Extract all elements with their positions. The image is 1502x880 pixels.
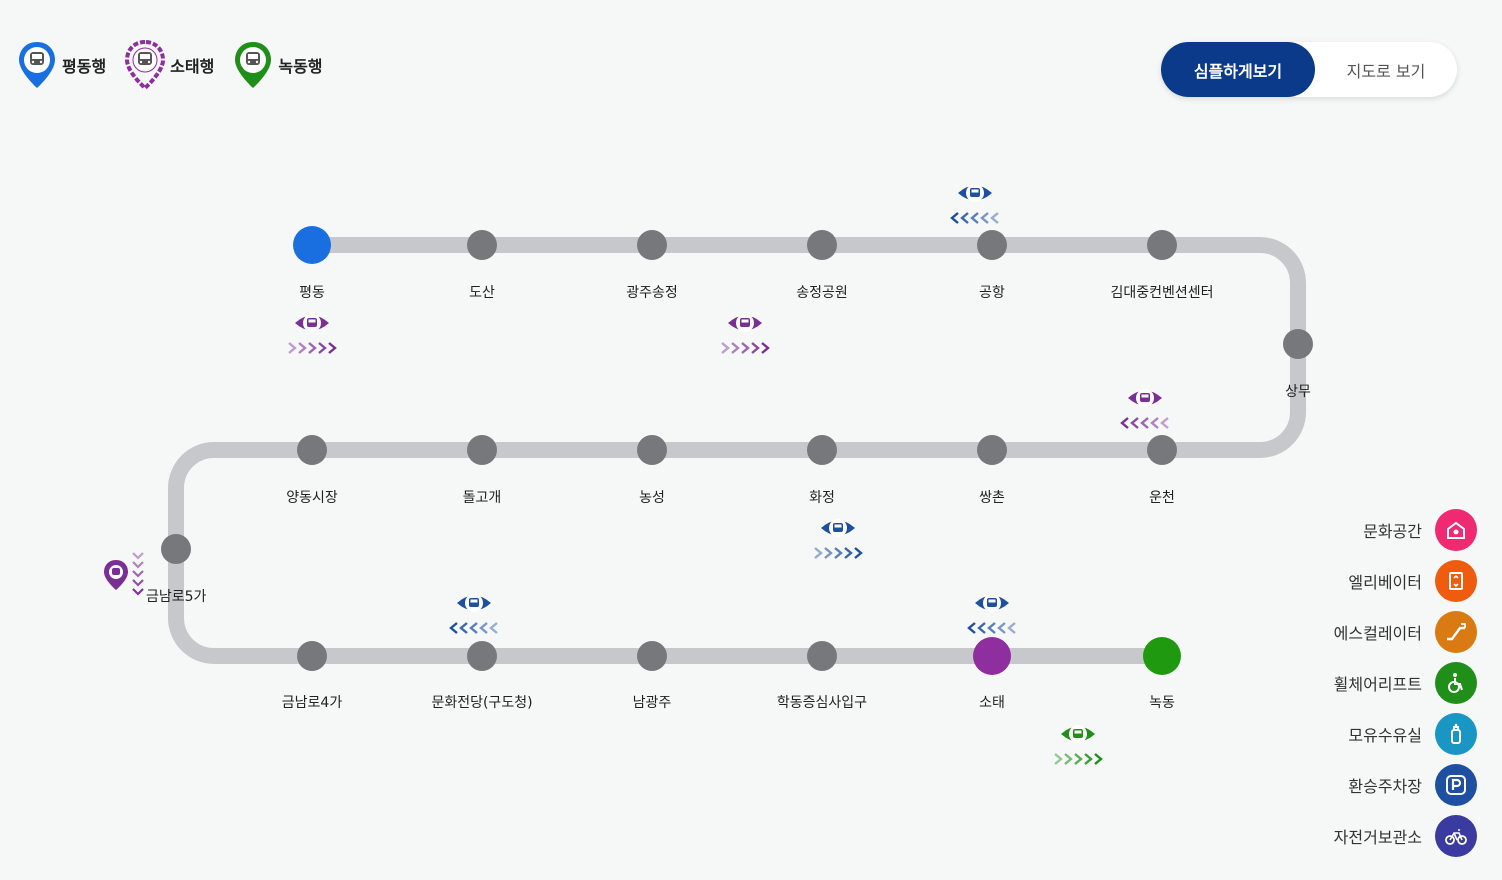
station-label[interactable]: 학동증심사입구 <box>777 695 867 711</box>
view-toggle: 심플하게보기 지도로 보기 <box>1161 42 1457 97</box>
station-dot[interactable] <box>807 641 837 671</box>
facility-label: 환승주차장 <box>1348 777 1422 796</box>
station-label[interactable]: 금남로5가 <box>146 589 207 605</box>
station-label[interactable]: 돌고개 <box>463 490 502 506</box>
legend-pyeongdong: 평동행 <box>16 40 106 90</box>
train-marker-icon <box>1061 725 1095 743</box>
station-label[interactable]: 문화전당(구도청) <box>431 695 532 711</box>
legend-label: 녹동행 <box>278 57 323 76</box>
station-label[interactable]: 녹동 <box>1149 695 1175 711</box>
station-label[interactable]: 송정공원 <box>796 285 848 301</box>
nursing-room-icon[interactable] <box>1435 713 1477 755</box>
station-dot[interactable] <box>1147 230 1177 260</box>
facility-wheelchair: 휠체어리프트 <box>1334 662 1477 704</box>
facility-parking: 환승주차장 <box>1348 764 1477 806</box>
facility-label: 모유수유실 <box>1348 726 1422 745</box>
train-marker-icon <box>104 560 128 590</box>
station-label[interactable]: 양동시장 <box>286 490 338 506</box>
facility-label: 문화공간 <box>1363 522 1422 541</box>
legend-nokdong: 녹동행 <box>232 40 323 90</box>
bicycle-icon[interactable] <box>1435 815 1477 857</box>
train-marker-icon <box>958 184 992 202</box>
station-label[interactable]: 금남로4가 <box>282 695 343 711</box>
facility-label: 휠체어리프트 <box>1333 675 1422 694</box>
direction-chevrons <box>449 622 498 634</box>
train-marker-icon <box>728 314 762 332</box>
train-marker-icon <box>821 519 855 537</box>
legend-sotae: 소태행 <box>124 40 214 90</box>
train-pin-icon <box>235 42 272 88</box>
direction-chevrons <box>288 342 337 354</box>
facility-nursing-room: 모유수유실 <box>1348 713 1477 755</box>
train-pin-icon <box>19 42 55 88</box>
station-dot[interactable] <box>467 230 497 260</box>
station-dot[interactable] <box>807 435 837 465</box>
wheelchair-icon[interactable] <box>1435 662 1477 704</box>
simple-view-button[interactable]: 심플하게보기 <box>1161 42 1315 97</box>
direction-chevrons <box>721 342 770 354</box>
station-label[interactable]: 운천 <box>1149 490 1175 506</box>
station-label[interactable]: 쌍촌 <box>979 490 1005 506</box>
parking-icon[interactable] <box>1435 764 1477 806</box>
trains <box>104 184 1169 765</box>
station-dot[interactable] <box>467 641 497 671</box>
station-label[interactable]: 상무 <box>1285 384 1311 400</box>
facility-elevator: 엘리베이터 <box>1348 560 1477 602</box>
station-label[interactable]: 평동 <box>299 285 325 301</box>
station-dot[interactable] <box>807 230 837 260</box>
escalator-icon[interactable] <box>1435 611 1477 653</box>
station-dot[interactable] <box>637 641 667 671</box>
facility-bicycle: 자전거보관소 <box>1334 815 1477 857</box>
station-dot[interactable] <box>1283 329 1313 359</box>
station-label[interactable]: 공항 <box>979 285 1005 301</box>
station-label[interactable]: 도산 <box>469 285 495 301</box>
station-dot[interactable] <box>977 230 1007 260</box>
train-marker-icon <box>975 594 1009 612</box>
facility-label: 자전거보관소 <box>1333 828 1422 847</box>
station-dot[interactable] <box>973 637 1011 675</box>
facility-culture-space: 문화공간 <box>1363 509 1477 551</box>
station-label[interactable]: 광주송정 <box>626 285 678 301</box>
map-view-button[interactable]: 지도로 보기 <box>1346 61 1426 81</box>
legend-label: 평동행 <box>62 57 107 76</box>
station-label[interactable]: 남광주 <box>633 695 672 711</box>
station-label[interactable]: 소태 <box>979 695 1005 711</box>
direction-chevrons <box>1054 753 1103 765</box>
direction-chevrons <box>950 212 999 224</box>
direction-legend: 평동행 소태행 녹동행 <box>16 40 341 90</box>
station-dot[interactable] <box>637 435 667 465</box>
station-dot[interactable] <box>1143 637 1181 675</box>
train-marker-icon <box>1128 389 1162 407</box>
facility-label: 엘리베이터 <box>1348 573 1422 592</box>
direction-chevrons <box>1120 417 1169 429</box>
facility-escalator: 에스컬레이터 <box>1334 611 1477 653</box>
train-marker-icon <box>457 594 491 612</box>
station-dot[interactable] <box>297 435 327 465</box>
elevator-icon[interactable] <box>1435 560 1477 602</box>
route-line <box>168 237 1306 664</box>
station-dot[interactable] <box>161 534 191 564</box>
facility-label: 에스컬레이터 <box>1333 624 1422 643</box>
direction-chevrons <box>814 547 863 559</box>
station-label[interactable]: 농성 <box>639 490 665 506</box>
station-dot[interactable] <box>293 226 331 264</box>
station-dot[interactable] <box>467 435 497 465</box>
train-pin-icon <box>125 40 166 90</box>
station-dot[interactable] <box>637 230 667 260</box>
direction-chevrons <box>967 622 1016 634</box>
culture-space-icon[interactable] <box>1435 509 1477 551</box>
legend-label: 소태행 <box>170 57 215 76</box>
train-marker-icon <box>295 314 329 332</box>
station-label[interactable]: 김대중컨벤션센터 <box>1110 285 1213 301</box>
direction-chevrons <box>132 552 144 596</box>
station-dot[interactable] <box>297 641 327 671</box>
station-dot[interactable] <box>977 435 1007 465</box>
station-dot[interactable] <box>1147 435 1177 465</box>
station-label[interactable]: 화정 <box>809 490 835 506</box>
